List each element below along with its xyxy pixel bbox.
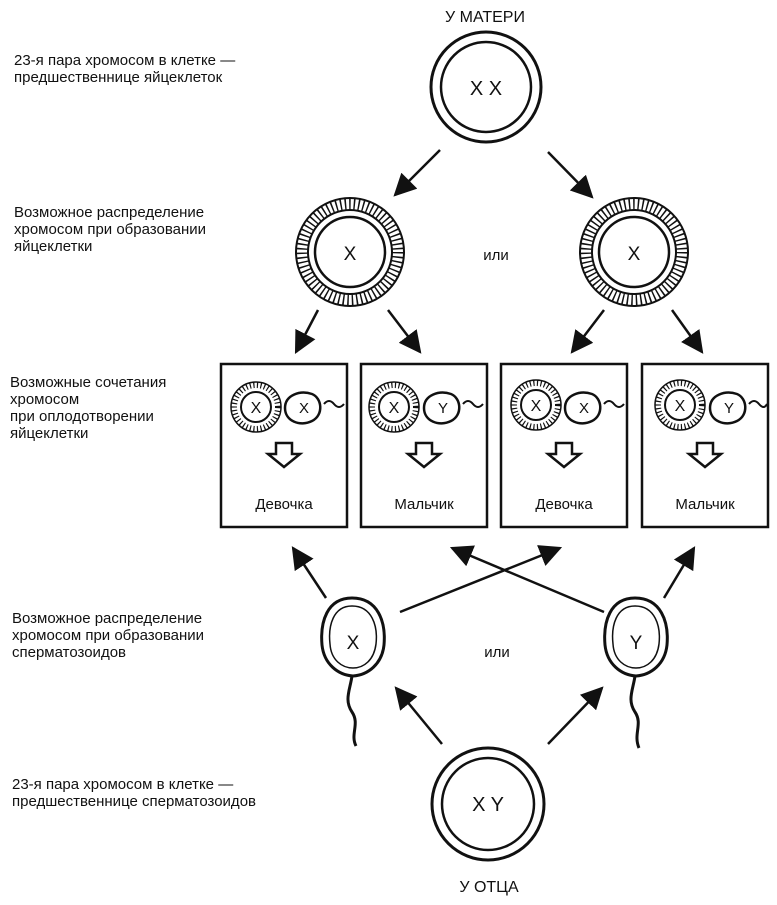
- egg-cell-1: X: [295, 197, 405, 307]
- arrow: [570, 309, 605, 354]
- egg-chromosome: X: [344, 244, 357, 265]
- arrow: [662, 546, 696, 599]
- sperm-cell-x: X: [320, 596, 386, 747]
- father-label: У ОТЦА: [459, 879, 519, 896]
- egg-distribution-label: Возможное распределение хромосом при обр…: [14, 204, 206, 255]
- label-line: предшественнице сперматозоидов: [12, 793, 256, 810]
- offspring-box-4: X Y Мальчик: [640, 362, 770, 529]
- sperm-or-text: или: [484, 644, 510, 661]
- offspring-result: Мальчик: [675, 496, 735, 513]
- father-chromosomes: X Y: [472, 794, 504, 816]
- mother-chromosomes: X X: [470, 78, 502, 100]
- label-line: при оплодотворении: [10, 408, 154, 425]
- arrow: [291, 546, 328, 599]
- arrow: [387, 309, 422, 354]
- offspring-box-1: X X Девочка: [219, 362, 349, 529]
- arrow: [547, 686, 604, 745]
- arrow: [393, 149, 441, 197]
- label-line: Возможное распределение: [14, 204, 205, 221]
- sperm-chromosome: Y: [630, 633, 643, 654]
- egg-chromosome: X: [628, 244, 641, 265]
- father-cell: X Y: [430, 746, 546, 862]
- label-line: Возможные сочетания: [10, 374, 167, 391]
- label-line: Возможное распределение: [12, 610, 203, 627]
- arrow: [670, 309, 704, 354]
- label-line: сперматозоидов: [12, 644, 127, 661]
- label-line: предшественнице яйцеклеток: [14, 69, 223, 86]
- sperm-chromosome: Y: [438, 400, 448, 417]
- arrow: [399, 545, 563, 614]
- sperm-distribution-label: Возможное распределение хромосом при обр…: [12, 610, 204, 661]
- sperm-chromosome: X: [347, 633, 360, 654]
- egg-chromosome: X: [251, 400, 262, 417]
- arrow: [547, 151, 594, 199]
- egg-chromosome: X: [531, 398, 542, 415]
- egg-or-text: или: [483, 247, 509, 264]
- sperm-chromosome: X: [299, 400, 309, 417]
- offspring-box-2: X Y Мальчик: [359, 362, 489, 529]
- label-line: хромосом: [10, 391, 80, 408]
- egg-chromosome: X: [675, 398, 686, 415]
- sperm-cell-y: Y: [603, 596, 669, 749]
- egg-cell-2: X: [579, 197, 689, 307]
- label-line: яйцеклетки: [14, 238, 93, 255]
- combinations-label: Возможные сочетания хромосом при оплодот…: [10, 374, 166, 442]
- label-line: яйцеклетки: [10, 425, 89, 442]
- sperm-chromosome: X: [579, 400, 589, 417]
- father-cell-description: 23-я пара хромосом в клетке — предшестве…: [12, 776, 256, 810]
- label-line: хромосом при образовании: [14, 221, 207, 238]
- arrow: [294, 309, 320, 354]
- egg-chromosome: X: [389, 400, 400, 417]
- offspring-result: Мальчик: [394, 496, 454, 513]
- arrow: [394, 686, 443, 745]
- mother-cell-description: 23-я пара хромосом в клетке — предшестве…: [14, 52, 235, 86]
- offspring-result: Девочка: [535, 496, 593, 513]
- label-line: 23-я пара хромосом в клетке —: [12, 776, 234, 793]
- arrow: [449, 545, 605, 614]
- sperm-chromosome: Y: [724, 400, 734, 417]
- label-line: хромосом при образовании: [12, 627, 205, 644]
- offspring-result: Девочка: [255, 496, 313, 513]
- mother-label: У МАТЕРИ: [445, 9, 525, 26]
- label-line: 23-я пара хромосом в клетке —: [14, 52, 236, 69]
- mother-cell: X X: [429, 30, 543, 144]
- offspring-box-3: X X Девочка: [499, 362, 629, 529]
